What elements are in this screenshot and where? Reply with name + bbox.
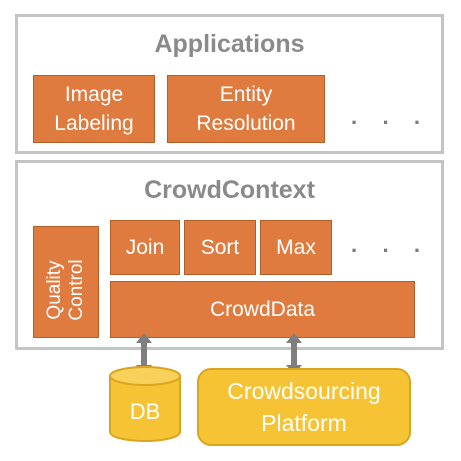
db-cylinder-icon: [109, 366, 181, 442]
applications-title: Applications: [154, 30, 305, 58]
crowdcontext-panel: CrowdContext Quality Control Join Sort M…: [15, 160, 444, 350]
operators-more-ellipsis: · · ·: [351, 238, 431, 263]
db-label: DB: [129, 399, 161, 424]
crowdsourcing-platform-box: Crowdsourcing Platform: [197, 368, 411, 446]
entity-resolution-box: Entity Resolution: [167, 75, 325, 143]
applications-panel: Applications Image Labeling Entity Resol…: [15, 14, 444, 154]
image-labeling-box: Image Labeling: [33, 75, 155, 143]
join-box: Join: [110, 220, 180, 275]
applications-more-ellipsis: · · ·: [351, 110, 431, 135]
sort-box: Sort: [184, 220, 256, 275]
max-box: Max: [260, 220, 332, 275]
crowdcontext-title: CrowdContext: [144, 176, 315, 204]
quality-control-box: Quality Control: [33, 226, 99, 338]
crowddata-box: CrowdData: [110, 281, 415, 338]
